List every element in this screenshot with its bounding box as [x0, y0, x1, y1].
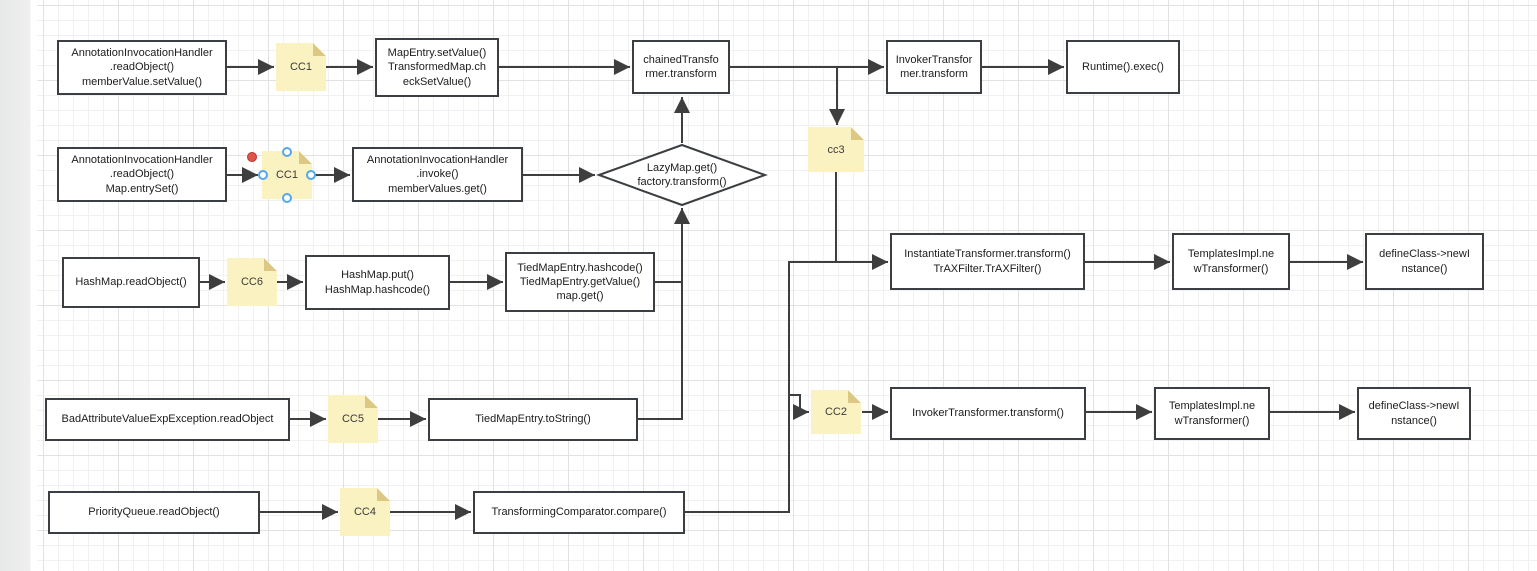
node-label: TemplatesImpl.ne wTransformer() [1168, 400, 1256, 427]
node-tiedmapentry-hashcode[interactable]: TiedMapEntry.hashcode() TiedMapEntry.get… [505, 252, 655, 312]
node-label: AnnotationInvocationHandler .readObject(… [71, 154, 213, 195]
node-label: chainedTransfo rmer.transform [643, 53, 719, 80]
node-templatesimpl-bottom[interactable]: TemplatesImpl.ne wTransformer() [1154, 387, 1270, 440]
node-priorityqueue-readobject[interactable]: PriorityQueue.readObject() [48, 491, 260, 534]
node-label: TiedMapEntry.toString() [475, 413, 591, 426]
note-label: CC1 [289, 61, 312, 73]
connection-handle-bottom[interactable] [282, 193, 292, 203]
note-cc2[interactable]: CC2 [811, 390, 861, 434]
note-cc3[interactable]: cc3 [808, 127, 864, 172]
note-cc6[interactable]: CC6 [227, 258, 277, 306]
node-hashmap-put[interactable]: HashMap.put() HashMap.hashcode() [305, 255, 450, 310]
connection-handle-top[interactable] [282, 147, 292, 157]
node-label: TemplatesImpl.ne wTransformer() [1187, 248, 1275, 275]
node-label: AnnotationInvocationHandler .invoke() me… [366, 154, 509, 195]
node-transforming-comparator[interactable]: TransformingComparator.compare() [473, 491, 685, 534]
node-label: HashMap.put() HashMap.hashcode() [324, 269, 431, 296]
node-defineclass-top[interactable]: defineClass->newI nstance() [1365, 233, 1484, 290]
note-label: CC6 [240, 276, 263, 288]
node-chained-transformer[interactable]: chainedTransfo rmer.transform [632, 40, 730, 94]
note-cc1-row2-selected[interactable]: CC1 [262, 151, 312, 199]
node-label: TransformingComparator.compare() [491, 506, 667, 519]
note-label: CC2 [824, 406, 847, 418]
node-defineclass-bottom[interactable]: defineClass->newI nstance() [1357, 387, 1471, 440]
lazymap-diamond[interactable] [596, 143, 768, 207]
lazymap-diamond-label: LazyMap.get() factory.transform() [600, 145, 764, 205]
node-templatesimpl-top[interactable]: TemplatesImpl.ne wTransformer() [1172, 233, 1290, 290]
node-label: TiedMapEntry.hashcode() TiedMapEntry.get… [517, 261, 643, 303]
node-mapentry-setvalue[interactable]: MapEntry.setValue() TransformedMap.ch ec… [375, 38, 499, 97]
node-invoker-transformer-2[interactable]: InvokerTransformer.transform() [890, 387, 1086, 440]
node-label: MapEntry.setValue() TransformedMap.ch ec… [387, 47, 487, 88]
edge-branch-cc2[interactable] [789, 394, 809, 420]
note-label: CC5 [341, 413, 364, 425]
node-label: AnnotationInvocationHandler .readObject(… [71, 47, 213, 88]
note-label: CC4 [353, 506, 376, 518]
node-label: InvokerTransformer.transform() [912, 407, 1064, 420]
node-label: LazyMap.get() factory.transform() [637, 161, 727, 188]
node-instantiate-transformer[interactable]: InstantiateTransformer.transform() TrAXF… [890, 233, 1085, 290]
node-label: defineClass->newI nstance() [1379, 248, 1470, 275]
node-label: PriorityQueue.readObject() [88, 506, 220, 519]
node-invoker-transformer-1[interactable]: InvokerTransfor mer.transform [886, 40, 982, 94]
connection-handle-right[interactable] [306, 170, 316, 180]
node-label: InstantiateTransformer.transform() TrAXF… [904, 248, 1071, 275]
connection-handle-left[interactable] [258, 170, 268, 180]
node-runtime-exec[interactable]: Runtime().exec() [1066, 40, 1180, 94]
note-cc4[interactable]: CC4 [340, 488, 390, 536]
node-aih-read-membervalue[interactable]: AnnotationInvocationHandler .readObject(… [57, 40, 227, 95]
rotation-handle-icon[interactable] [247, 152, 257, 162]
note-cc5[interactable]: CC5 [328, 395, 378, 443]
node-aih-read-entryset[interactable]: AnnotationInvocationHandler .readObject(… [57, 147, 227, 202]
canvas-left-edge [0, 0, 31, 571]
node-badattribute-readobject[interactable]: BadAttributeValueExpException.readObject [45, 398, 290, 441]
node-label: HashMap.readObject() [75, 276, 187, 289]
edge-tostring-lazymap[interactable] [638, 208, 690, 420]
edge-comparator-instantiate[interactable] [685, 254, 888, 513]
node-label: defineClass->newI nstance() [1368, 400, 1460, 427]
note-label: CC1 [275, 169, 298, 181]
node-tiedmapentry-tostring[interactable]: TiedMapEntry.toString() [428, 398, 638, 441]
note-label: cc3 [827, 143, 845, 156]
node-label: BadAttributeValueExpException.readObject [61, 413, 274, 426]
node-label: InvokerTransfor mer.transform [895, 53, 973, 80]
node-hashmap-readobject[interactable]: HashMap.readObject() [62, 257, 200, 308]
node-aih-invoke[interactable]: AnnotationInvocationHandler .invoke() me… [352, 147, 523, 202]
node-label: Runtime().exec() [1082, 60, 1164, 73]
note-cc1-row1[interactable]: CC1 [276, 43, 326, 91]
